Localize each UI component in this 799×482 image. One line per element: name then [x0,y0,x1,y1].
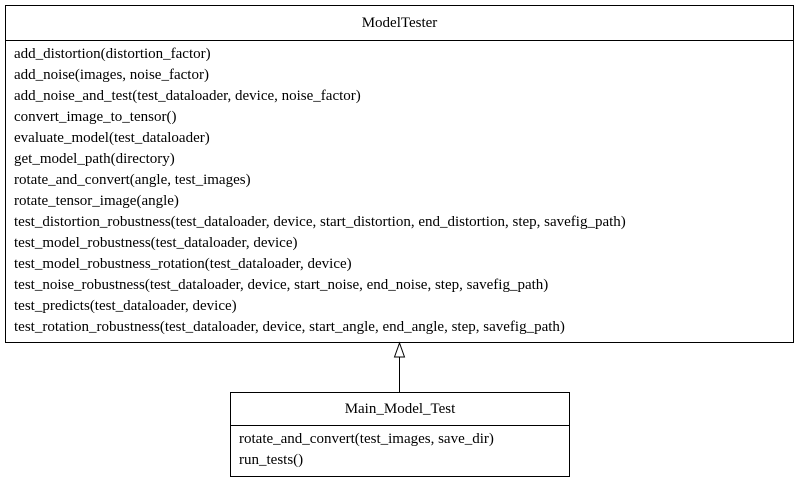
method-add-noise: add_noise(images, noise_factor) [14,67,209,83]
method-test-model-robustness-rotation: test_model_robustness_rotation(test_data… [14,256,352,272]
method-test-noise-robustness: test_noise_robustness(test_dataloader, d… [14,277,549,293]
method-get-model-path: get_model_path(directory) [14,151,175,167]
method-evaluate-model: evaluate_model(test_dataloader) [14,130,210,146]
class-box-main-model-test[interactable]: Main_Model_Test rotate_and_convert(test_… [230,392,570,477]
method-test-predicts: test_predicts(test_dataloader, device) [14,298,237,314]
class-name-main-model-test: Main_Model_Test [231,393,569,426]
method-rotate-tensor-image: rotate_tensor_image(angle) [14,193,179,209]
class-box-model-tester[interactable]: ModelTester add_distortion(distortion_fa… [5,5,794,343]
method-test-rotation-robustness: test_rotation_robustness(test_dataloader… [14,319,565,335]
method-add-noise-and-test: add_noise_and_test(test_dataloader, devi… [14,88,361,104]
method-test-model-robustness: test_model_robustness(test_dataloader, d… [14,235,298,251]
method-rotate-and-convert: rotate_and_convert(angle, test_images) [14,172,251,188]
method-list-main-model-test: rotate_and_convert(test_images, save_dir… [231,426,569,471]
method-main-rotate-and-convert: rotate_and_convert(test_images, save_dir… [239,431,494,447]
method-test-distortion-robustness: test_distortion_robustness(test_dataload… [14,214,626,230]
method-convert-image-to-tensor: convert_image_to_tensor() [14,109,177,125]
inheritance-arrowhead [393,341,406,358]
method-run-tests: run_tests() [239,452,304,468]
method-add-distortion: add_distortion(distortion_factor) [14,46,211,62]
class-name-model-tester: ModelTester [6,6,793,41]
method-list-model-tester: add_distortion(distortion_factor) add_no… [6,41,793,338]
